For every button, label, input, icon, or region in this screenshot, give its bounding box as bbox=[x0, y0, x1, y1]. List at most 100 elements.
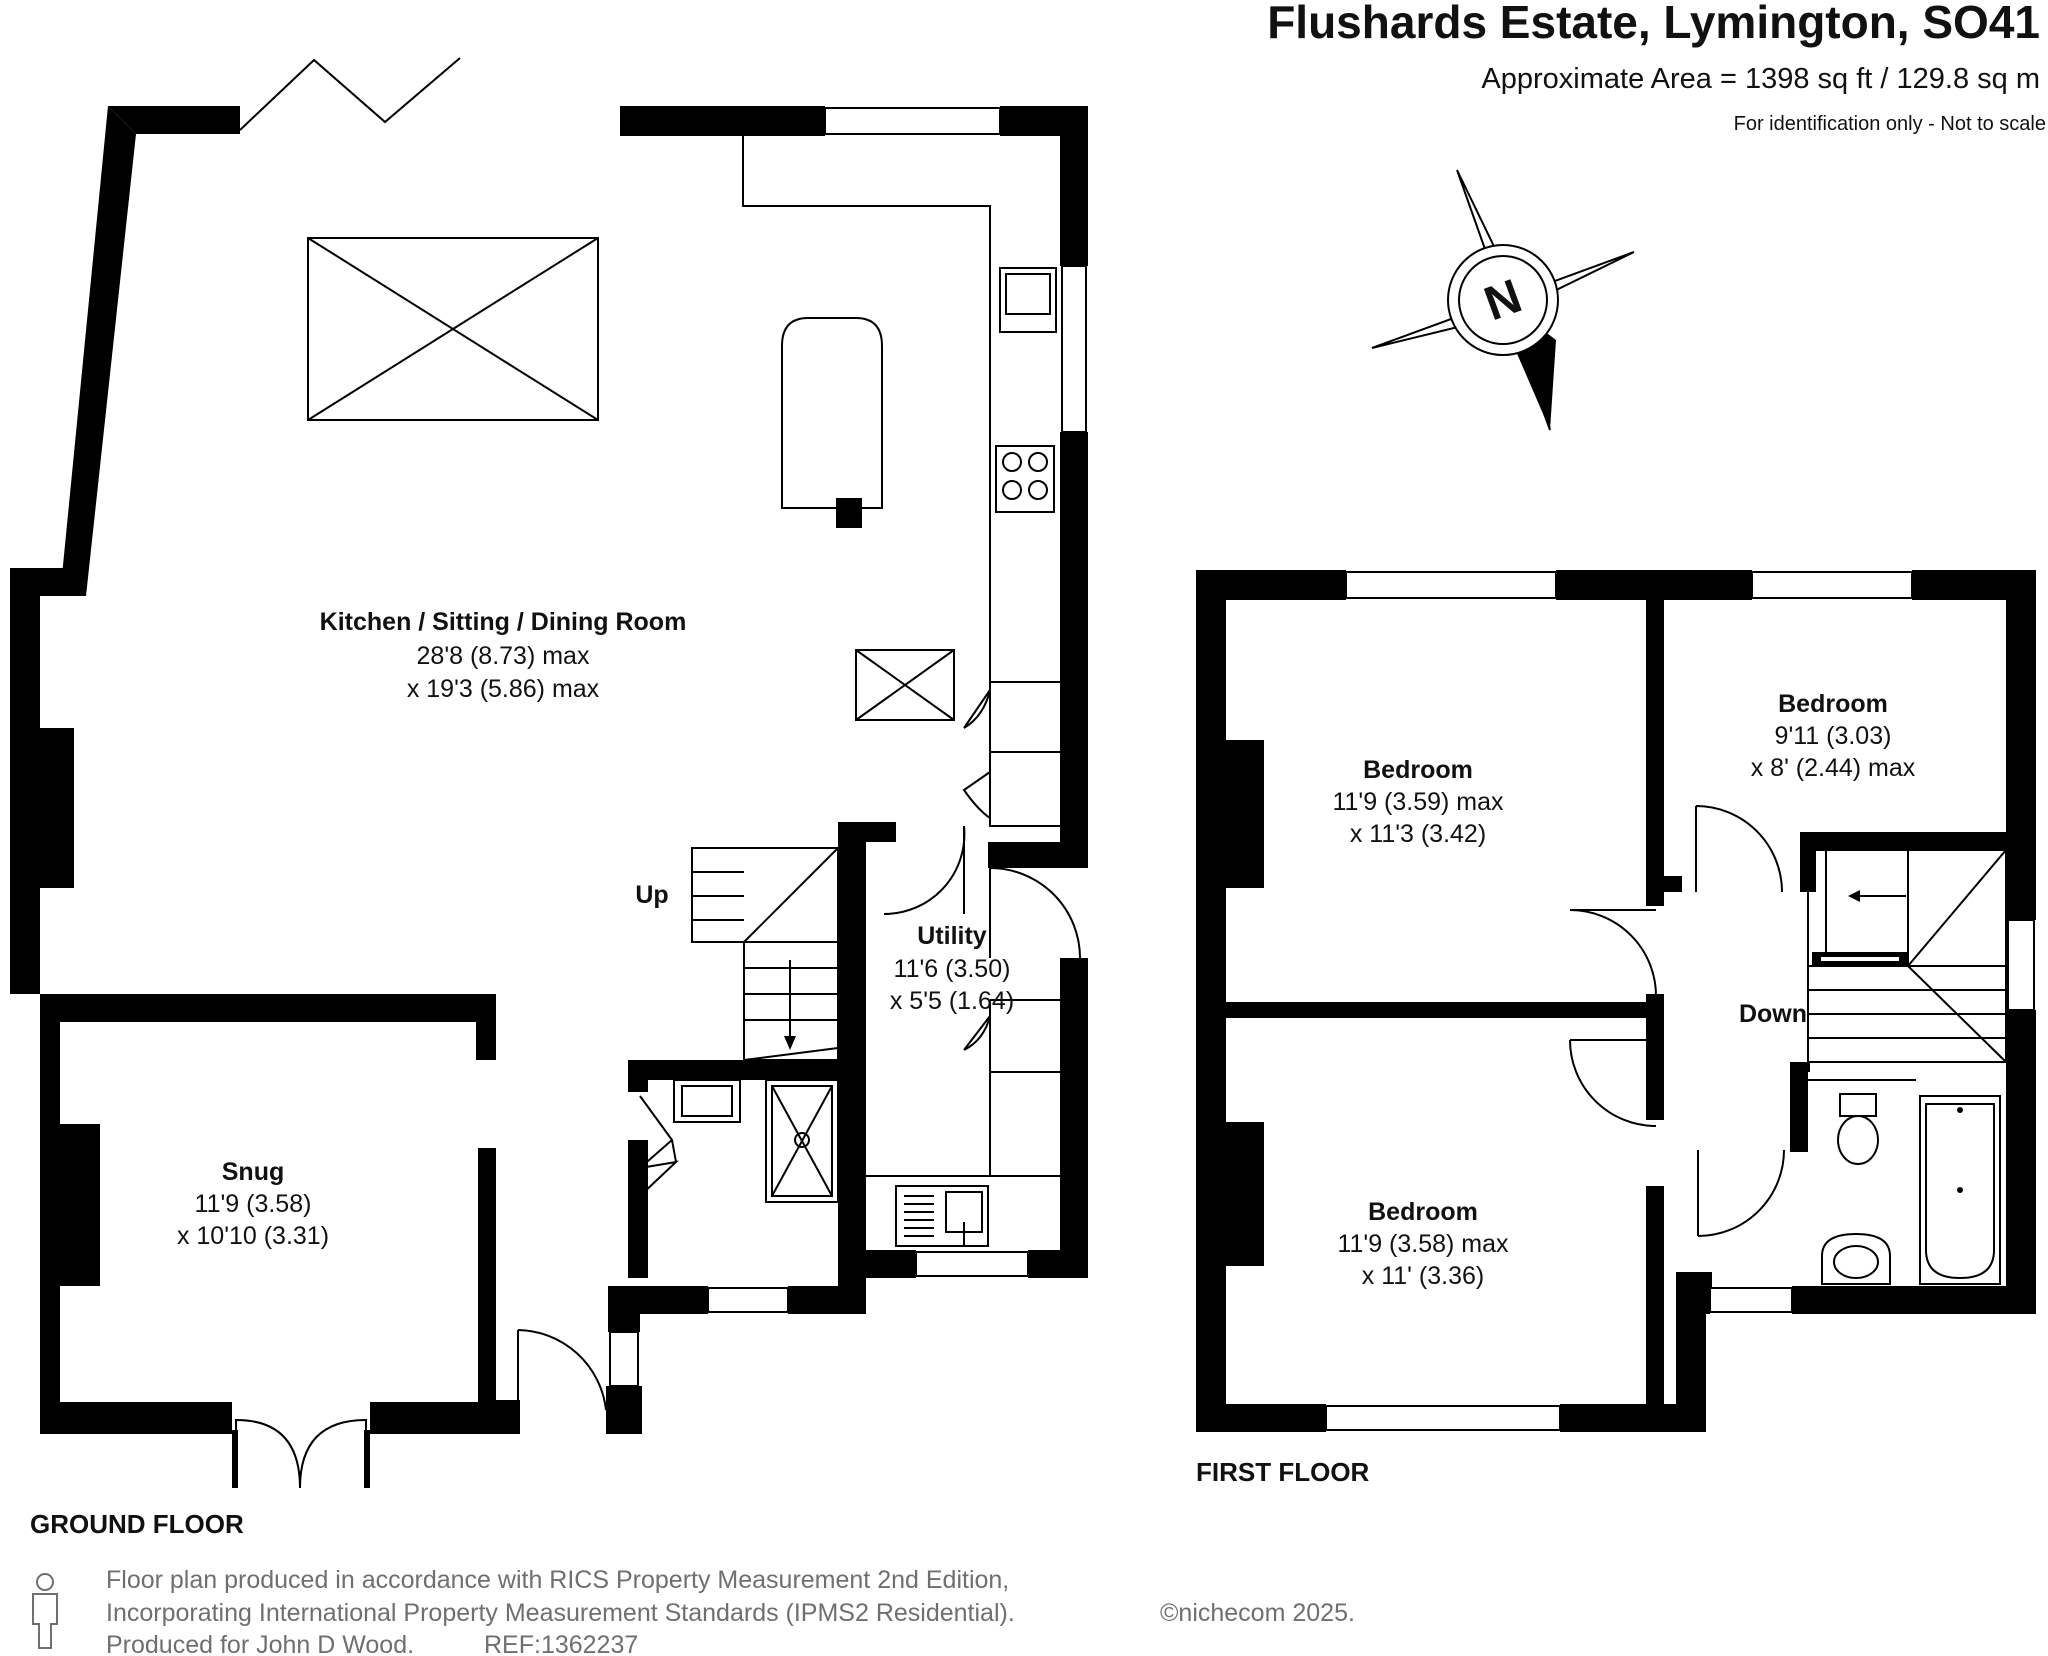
window bbox=[1061, 265, 1087, 433]
wall bbox=[1646, 1186, 1664, 1432]
kitchen-island bbox=[781, 317, 883, 509]
window bbox=[915, 1251, 1029, 1277]
chimney-breast bbox=[60, 1124, 100, 1286]
bedroom2-dim1: 9'11 (3.03) bbox=[1775, 722, 1892, 750]
wall bbox=[1676, 1286, 1710, 1314]
window bbox=[2007, 919, 2035, 1011]
staircase-down bbox=[1807, 849, 2007, 1063]
door-swing bbox=[883, 825, 966, 916]
bedroom2-dim2: x 8' (2.44) max bbox=[1751, 754, 1916, 782]
bedroom2-name: Bedroom bbox=[1778, 690, 1888, 718]
wall bbox=[628, 1060, 866, 1080]
wall bbox=[10, 568, 40, 994]
snug-dim1: 11'9 (3.58) bbox=[195, 1190, 312, 1218]
wall bbox=[1196, 1404, 1326, 1432]
first-floor-label: FIRST FLOOR bbox=[1196, 1457, 1370, 1487]
wall bbox=[40, 1012, 60, 1430]
toilet-icon bbox=[1837, 1093, 1879, 1165]
wall bbox=[1226, 1002, 1664, 1018]
washbasin-icon bbox=[673, 1079, 741, 1123]
wall bbox=[2006, 1010, 2036, 1300]
bedroom1-name: Bedroom bbox=[1363, 756, 1473, 784]
hob-icon bbox=[995, 445, 1055, 513]
wall bbox=[1196, 570, 1226, 1432]
kitchen-dim1: 28'8 (8.73) max bbox=[417, 642, 590, 670]
bedroom3-dim1: 11'9 (3.58) max bbox=[1337, 1230, 1509, 1258]
door-swing bbox=[1569, 1039, 1657, 1127]
window bbox=[1709, 1287, 1793, 1313]
wall bbox=[1060, 432, 1088, 868]
footer-line-2: Incorporating International Property Mea… bbox=[106, 1599, 1015, 1627]
window bbox=[609, 1331, 639, 1387]
rooflight-icon bbox=[307, 237, 599, 421]
chimney-breast bbox=[40, 728, 74, 888]
snug-name: Snug bbox=[222, 1158, 285, 1186]
compass-rose-icon: N bbox=[1371, 169, 1635, 431]
staircase-up bbox=[691, 847, 839, 1061]
wall bbox=[2006, 570, 2036, 920]
wall bbox=[1060, 958, 1088, 1278]
wall bbox=[1556, 570, 1752, 600]
wall bbox=[1060, 106, 1088, 266]
wall bbox=[988, 842, 1088, 868]
chimney-breast bbox=[1226, 1122, 1264, 1266]
wall bbox=[628, 1140, 648, 1278]
stairs-up-label: Up bbox=[635, 881, 668, 909]
wall bbox=[1790, 1062, 1808, 1152]
approximate-area: Approximate Area = 1398 sq ft / 129.8 sq… bbox=[1481, 63, 2040, 95]
footer-line-1: Floor plan produced in accordance with R… bbox=[106, 1566, 1009, 1594]
wall bbox=[40, 994, 490, 1022]
wall bbox=[620, 106, 825, 136]
bathtub-icon bbox=[1919, 1095, 2001, 1285]
bar-stool bbox=[836, 498, 862, 528]
wall bbox=[478, 1148, 496, 1402]
wall bbox=[866, 822, 896, 842]
utility-name: Utility bbox=[917, 922, 987, 950]
stairs-down-label: Down bbox=[1739, 1000, 1807, 1028]
scale-note: For identification only - Not to scale bbox=[1734, 113, 2046, 135]
wall bbox=[370, 1402, 520, 1434]
utility-sink-icon bbox=[895, 1185, 989, 1247]
chimney-breast bbox=[1226, 740, 1264, 888]
utility-dim1: 11'6 (3.50) bbox=[894, 955, 1011, 983]
utility-dim2: x 5'5 (1.64) bbox=[890, 987, 1014, 1015]
bedroom3-dim2: x 11' (3.36) bbox=[1362, 1262, 1484, 1290]
french-doors bbox=[232, 1418, 370, 1489]
kitchen-name: Kitchen / Sitting / Dining Room bbox=[320, 608, 687, 636]
wall bbox=[866, 1250, 916, 1278]
wall bbox=[40, 1402, 232, 1434]
wall bbox=[608, 1286, 640, 1332]
footer-line-3: Produced for John D Wood. bbox=[106, 1631, 414, 1656]
snug-dim2: x 10'10 (3.31) bbox=[177, 1222, 329, 1250]
washbasin-icon bbox=[1821, 1232, 1891, 1285]
first-floor-plan: Down bbox=[1196, 570, 2036, 1432]
kitchen-sink-icon bbox=[999, 267, 1057, 333]
property-title: Flushards Estate, Lymington, SO41 bbox=[1267, 0, 2040, 48]
window bbox=[707, 1287, 789, 1313]
window bbox=[1345, 571, 1557, 599]
door-swing bbox=[1569, 909, 1657, 997]
wall bbox=[1646, 994, 1664, 1120]
window bbox=[1751, 571, 1913, 599]
bedroom1-dim1: 11'9 (3.59) max bbox=[1332, 788, 1504, 816]
bedroom3-name: Bedroom bbox=[1368, 1198, 1478, 1226]
door-swing bbox=[989, 867, 1081, 959]
worktop bbox=[742, 136, 1060, 827]
wall bbox=[60, 106, 136, 596]
bedroom1-dim2: x 11'3 (3.42) bbox=[1350, 820, 1486, 848]
ground-floor-plan: Up bbox=[10, 57, 1088, 1489]
wall bbox=[1792, 1286, 2036, 1314]
kitchen-dim2: x 19'3 (5.86) max bbox=[407, 675, 600, 703]
front-door-swing bbox=[517, 1329, 607, 1411]
wall bbox=[1800, 832, 2036, 850]
door-swing bbox=[1695, 805, 1783, 893]
ground-floor-label: GROUND FLOOR bbox=[30, 1509, 244, 1539]
wall bbox=[788, 1286, 838, 1314]
bifold-door bbox=[239, 57, 461, 131]
footer-ref: REF:1362237 bbox=[484, 1631, 638, 1656]
person-icon bbox=[32, 1573, 58, 1649]
footer-copyright: ©nichecom 2025. bbox=[1160, 1599, 1355, 1627]
wall bbox=[606, 1386, 642, 1434]
window bbox=[1325, 1405, 1561, 1431]
